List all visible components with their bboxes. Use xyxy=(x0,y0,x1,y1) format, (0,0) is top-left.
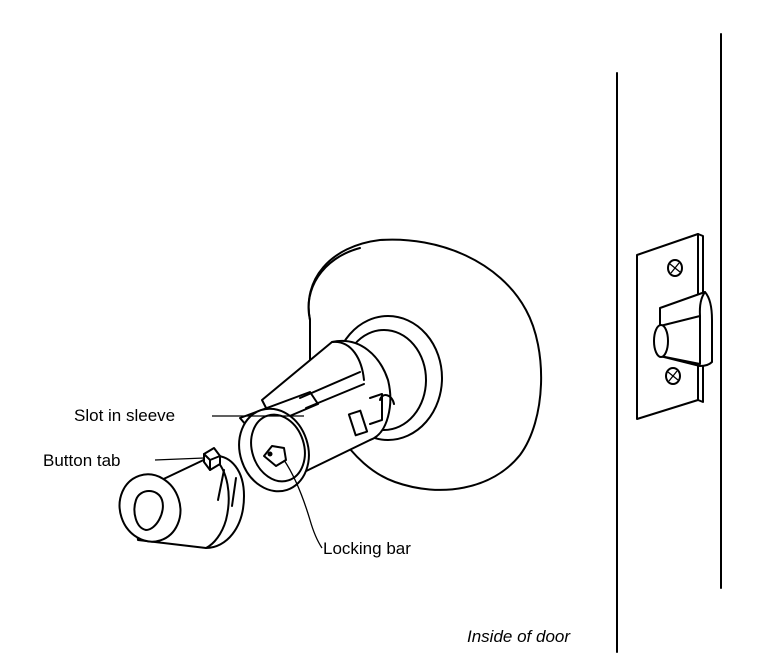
label-inside-of-door: Inside of door xyxy=(467,627,571,646)
label-locking-bar: Locking bar xyxy=(323,539,411,558)
strike-plate xyxy=(636,233,713,420)
leader-lines xyxy=(154,415,323,549)
sleeve xyxy=(238,339,395,493)
label-slot-in-sleeve: Slot in sleeve xyxy=(74,406,175,425)
door-edge xyxy=(616,33,722,653)
push-button xyxy=(118,447,245,549)
label-button-tab: Button tab xyxy=(43,451,121,470)
